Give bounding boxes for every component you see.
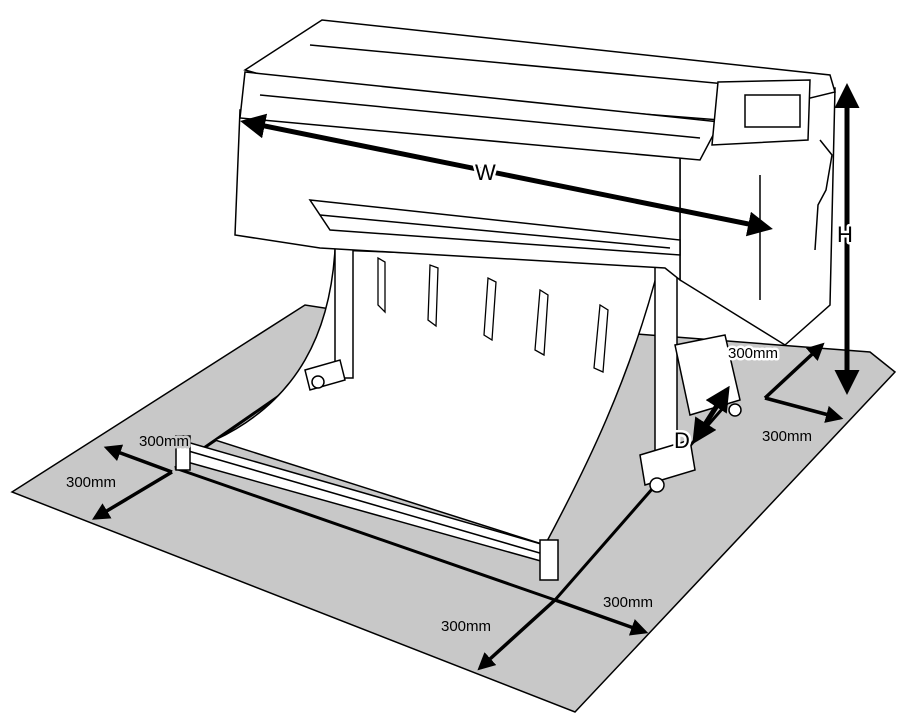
width-arrow <box>240 113 773 237</box>
width-label: W <box>475 160 496 185</box>
clearance-front-right-arrow <box>554 598 649 636</box>
clearance-front-right-label: 300mm <box>603 594 653 611</box>
depth-label: D <box>674 428 690 453</box>
clearance-right-label: 300mm <box>762 428 812 445</box>
dimension-lines <box>240 83 860 445</box>
clearance-left-front-label: 300mm <box>66 474 116 491</box>
clearance-front-left-label: 300mm <box>441 618 491 635</box>
clearance-right-arrow <box>764 396 844 423</box>
clearance-rear-top-label: 300mm <box>728 345 778 362</box>
height-label: H <box>837 222 853 247</box>
clearance-rear-top-arrow <box>763 342 825 400</box>
basket-front-bar <box>175 435 559 581</box>
depth-arrow <box>692 385 730 445</box>
paper-guides <box>377 256 609 373</box>
clearance-left-side-label: 300mm <box>139 433 189 450</box>
clearance-front-left-arrow <box>477 598 557 671</box>
clearance-left-side-arrow <box>103 444 173 474</box>
clearance-left-front-arrow <box>91 470 173 520</box>
clearance-arrows <box>91 342 844 671</box>
stand-legs <box>304 247 742 493</box>
